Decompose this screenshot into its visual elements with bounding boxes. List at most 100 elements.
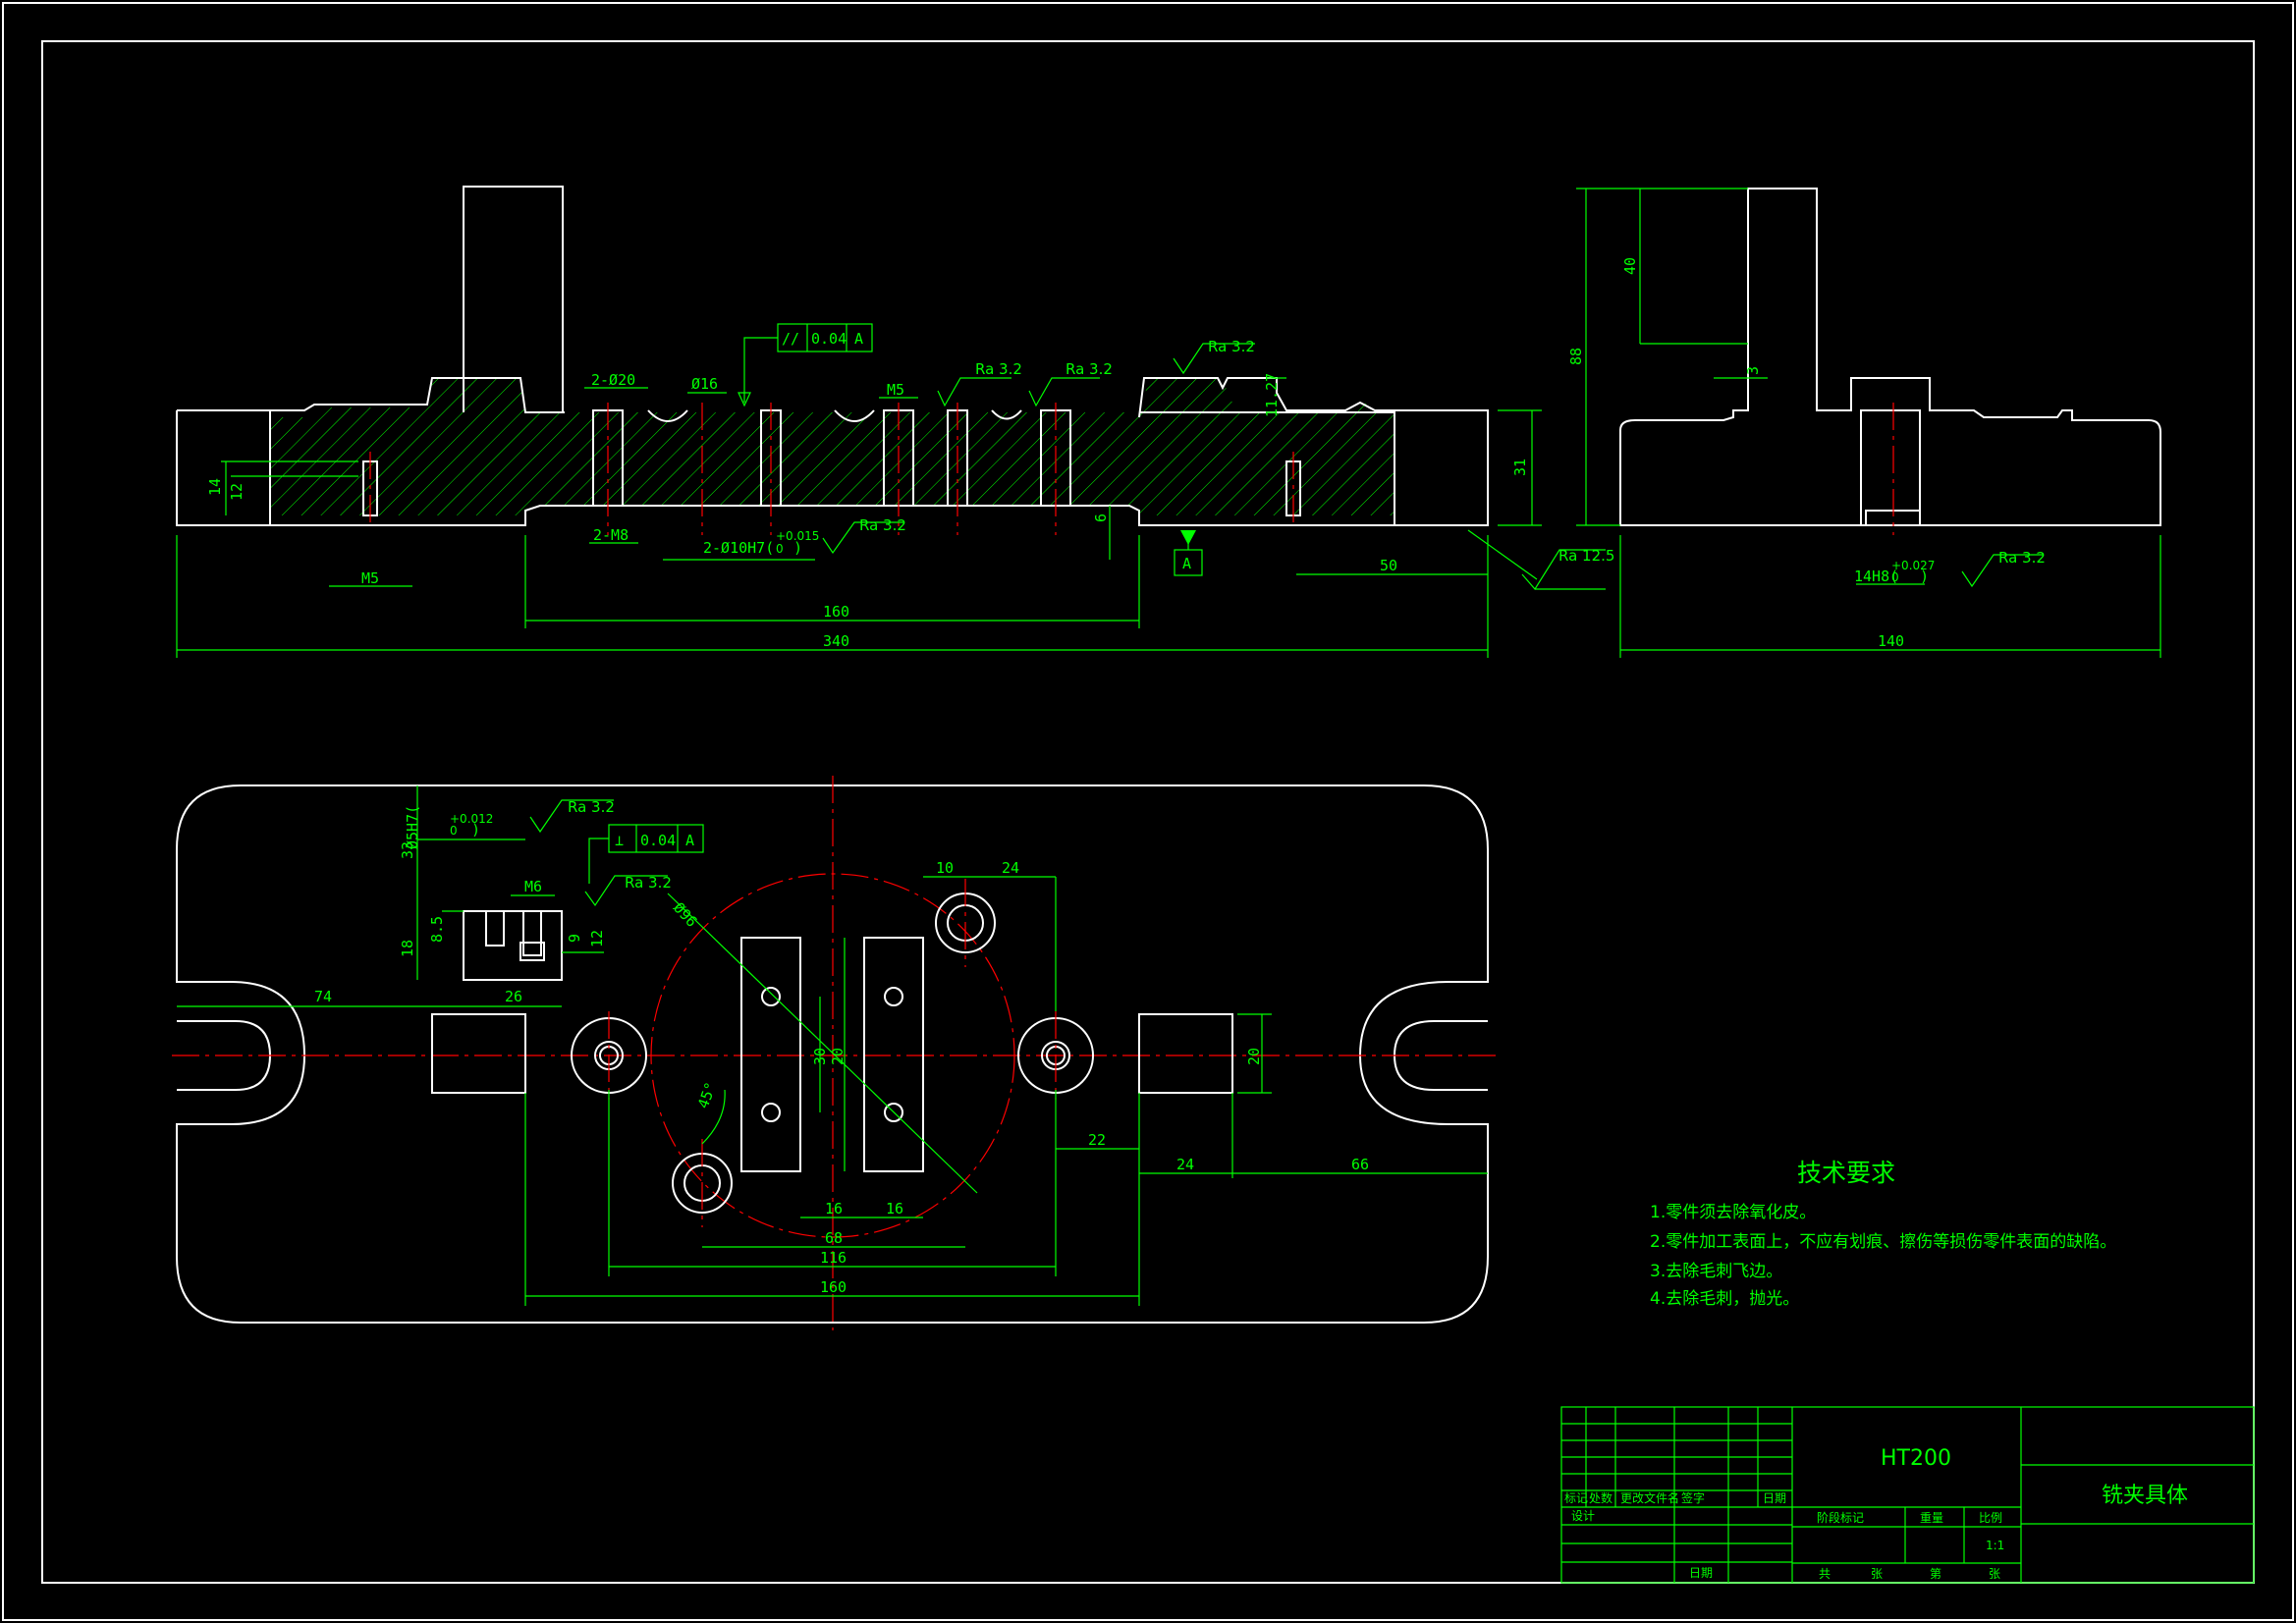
dim-140: 140 (1878, 632, 1904, 650)
dim-10: 10 (936, 859, 954, 877)
dim-160-top: 160 (820, 1278, 847, 1296)
tb-design: 设计 (1571, 1509, 1595, 1523)
title-block: 标记 处数 更改文件名 签字 日期 设计 日期 HT200 阶段标记 重量 比例… (1560, 1406, 2255, 1584)
dim-33: 33 (399, 841, 416, 859)
svg-text:+0.027: +0.027 (1891, 559, 1935, 572)
dim-50: 50 (1380, 557, 1397, 574)
dim-d10h7-tol-up: +0.015 (776, 529, 819, 543)
tb-page-sheet: 张 (1989, 1567, 2000, 1581)
dim-20-center: 20 (829, 1048, 847, 1065)
dim-340: 340 (823, 632, 849, 650)
dim-24-top: 24 (1002, 859, 1019, 877)
svg-text:+0.012: +0.012 (450, 812, 493, 826)
top-view: Ø96 45° 74 26 33 8.5 18 9 12 M6 Ø5H7( +0… (172, 776, 1498, 1330)
dim-66: 66 (1351, 1156, 1369, 1173)
dim-16-a: 16 (825, 1200, 843, 1217)
dim-88: 88 (1567, 348, 1585, 365)
side-view: 88 40 3 140 14H8( +0.027 0 ) Ra 3.2 (1567, 188, 2161, 658)
svg-text:): ) (1920, 568, 1929, 585)
dim-2-m8: 2-M8 (593, 526, 629, 544)
dim-116: 116 (820, 1249, 847, 1267)
dim-12-top: 12 (588, 930, 606, 947)
svg-text:): ) (471, 821, 480, 839)
svg-text:Ra 3.2: Ra 3.2 (1066, 360, 1113, 378)
dim-d10h7-close: ) (793, 539, 802, 557)
tol-parallel-datum: A (854, 330, 863, 348)
tb-date: 日期 (1689, 1566, 1713, 1580)
dim-d5h7: Ø5H7( (404, 805, 421, 849)
svg-text:Ra 3.2: Ra 3.2 (859, 516, 906, 534)
dim-d16: Ø16 (691, 375, 718, 393)
tech-item-1: 1.零件须去除氧化皮。 (1650, 1203, 1816, 1222)
tb-part-name: 铣夹具体 (2102, 1484, 2188, 1508)
tb-scale-label: 比例 (1979, 1511, 2002, 1525)
front-hatch-area (270, 378, 1394, 515)
side-roughness: Ra 3.2 (1998, 549, 2046, 567)
dim-20-right: 20 (1245, 1048, 1263, 1065)
dim-22: 22 (1088, 1131, 1106, 1149)
roughness-front: Ra 3.2 Ra 3.2 Ra 3.2 Ra 3.2 Ra 12.5 (822, 338, 1614, 591)
tb-total: 共 (1819, 1567, 1831, 1581)
svg-text:0: 0 (450, 824, 458, 838)
dim-40: 40 (1621, 257, 1639, 275)
dim-d96: Ø96 (670, 899, 701, 931)
dim-24-right: 24 (1176, 1156, 1194, 1173)
tb-header-0: 标记 (1564, 1491, 1588, 1505)
tb-material: HT200 (1881, 1446, 1951, 1471)
top-roughness-2: Ra 3.2 (625, 874, 672, 892)
tech-title: 技术要求 (1797, 1159, 1895, 1187)
dim-9: 9 (566, 934, 583, 943)
dim-d10h7-tol-low: 0 (776, 542, 784, 556)
tech-item-4: 4.去除毛刺，抛光。 (1650, 1289, 1799, 1309)
dim-11-27: 11.27 (1263, 373, 1281, 417)
front-outline (176, 377, 1489, 526)
tol-parallel-value: 0.04 (811, 330, 847, 348)
dim-16-b: 16 (886, 1200, 903, 1217)
top-roughness-1: Ra 3.2 (568, 798, 615, 816)
tb-header-2: 更改文件名 (1620, 1490, 1679, 1505)
dim-m6: M6 (524, 878, 542, 895)
dim-d10h7: 2-Ø10H7( (703, 539, 774, 557)
dim-m5-bottom: M5 (361, 569, 379, 587)
dim-14: 14 (206, 478, 224, 496)
svg-text:Ra 12.5: Ra 12.5 (1558, 547, 1614, 565)
dim-18: 18 (399, 940, 416, 957)
tb-stage-mark: 阶段标记 (1817, 1510, 1864, 1525)
tech-item-3: 3.去除毛刺飞边。 (1650, 1262, 1782, 1281)
dim-68: 68 (825, 1229, 843, 1247)
tol-perp-symbol: ⊥ (615, 832, 624, 849)
dim-160-front: 160 (823, 603, 849, 621)
dim-12-front: 12 (228, 483, 246, 501)
tb-page-label: 第 (1930, 1567, 1941, 1581)
inner-border (41, 40, 2255, 1584)
dim-31: 31 (1511, 459, 1529, 476)
dim-8-5: 8.5 (428, 916, 446, 943)
dim-45: 45° (694, 1080, 720, 1111)
svg-text:Ra 3.2: Ra 3.2 (975, 360, 1022, 378)
tb-header-3: 签字 (1681, 1490, 1705, 1505)
dim-3: 3 (1744, 366, 1762, 375)
tech-item-2: 2.零件加工表面上，不应有划痕、擦伤等损伤零件表面的缺陷。 (1650, 1232, 2116, 1252)
front-upright (463, 186, 564, 412)
dim-74: 74 (314, 988, 332, 1005)
tb-scale: 1:1 (1986, 1539, 2004, 1552)
tech-requirements: 技术要求 1.零件须去除氧化皮。 2.零件加工表面上，不应有划痕、擦伤等损伤零件… (1650, 1159, 2116, 1309)
tol-perp-value: 0.04 (640, 832, 676, 849)
tb-header-4: 日期 (1763, 1491, 1786, 1505)
dim-26: 26 (505, 988, 522, 1005)
dim-6: 6 (1092, 514, 1110, 522)
datum-a-label: A (1182, 555, 1191, 572)
dim-14h8: 14H8( (1854, 568, 1898, 585)
front-view: 340 160 50 31 14 12 M5 2-Ø20 Ø16 M5 2-M8… (176, 186, 1614, 658)
dim-m5-top: M5 (887, 381, 904, 399)
dim-30: 30 (811, 1048, 829, 1065)
tol-parallel-symbol: // (782, 330, 799, 348)
tb-weight: 重量 (1920, 1511, 1943, 1525)
tb-header-1: 处数 (1589, 1490, 1613, 1505)
tb-sheet: 张 (1871, 1567, 1883, 1581)
svg-text:Ra 3.2: Ra 3.2 (1208, 338, 1255, 355)
dim-2-d20: 2-Ø20 (591, 371, 635, 389)
tol-perp-datum: A (685, 832, 694, 849)
